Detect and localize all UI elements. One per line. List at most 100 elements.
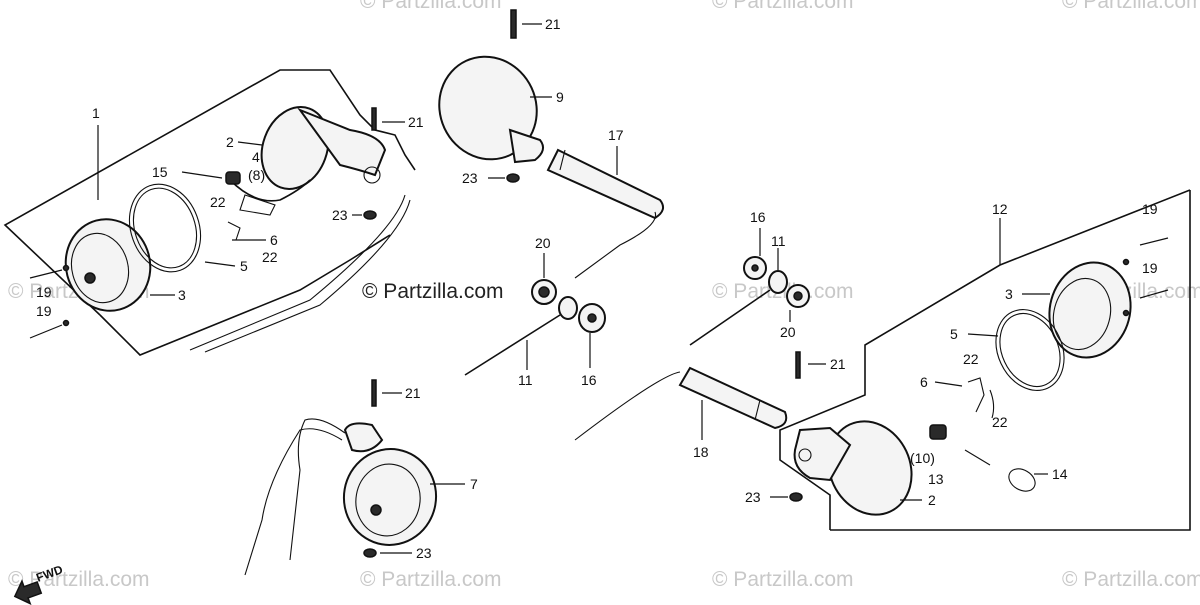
nut-icon	[506, 173, 520, 183]
callout-4: 4	[252, 149, 260, 165]
callout-22: 22	[963, 351, 979, 367]
watermark: © Partzilla.com	[8, 568, 150, 591]
watermark: © Partzilla.com	[360, 0, 502, 13]
callout-11: 11	[518, 372, 533, 388]
callout-19: 19	[1142, 201, 1158, 217]
lens-rim	[355, 463, 421, 537]
lens-center	[370, 504, 382, 516]
callout-22: 22	[210, 194, 226, 210]
watermarks: © Partzilla.com © Partzilla.com © Partzi…	[8, 0, 1200, 591]
mount-bolt	[464, 314, 561, 376]
washer-icon	[768, 270, 788, 294]
gasket-icon	[999, 313, 1061, 387]
callout-16: 16	[581, 372, 597, 388]
callout-18: 18	[693, 444, 709, 460]
mount-hardware-group-left: 20 11 16	[464, 235, 606, 388]
arrow-icon	[13, 579, 43, 605]
watermark-center: © Partzilla.com	[362, 280, 504, 303]
forward-arrow: FWD	[13, 562, 65, 605]
callout-5: 5	[950, 326, 958, 342]
bracket-hole	[363, 166, 381, 184]
lens-center	[84, 272, 96, 284]
callout-19: 19	[36, 284, 52, 300]
stay-ridge	[754, 399, 761, 421]
callout-20: 20	[780, 324, 796, 340]
callout-19: 19	[1142, 260, 1158, 276]
callout-1: 1	[92, 105, 100, 121]
callout-6: 6	[920, 374, 928, 390]
stay-rod	[574, 371, 681, 441]
bulb-socket	[929, 424, 947, 440]
callout-19: 19	[36, 303, 52, 319]
winker-bracket	[793, 426, 852, 482]
gasket-icon	[132, 187, 198, 269]
wire-small	[989, 389, 995, 419]
screw-head	[1122, 258, 1130, 266]
lens-icon	[64, 218, 152, 312]
callout-7: 7	[470, 476, 478, 492]
watermark: © Partzilla.com	[712, 0, 854, 13]
terminal-part	[967, 377, 985, 413]
callout-22: 22	[262, 249, 278, 265]
callout-23: 23	[745, 489, 761, 505]
lens-rim	[70, 232, 130, 304]
bulb-socket	[225, 171, 241, 185]
leader-line	[237, 141, 263, 146]
callout-5: 5	[240, 258, 248, 274]
wire-lead	[289, 418, 346, 561]
screw-icon	[1139, 237, 1169, 246]
assembly-12-boundary	[830, 190, 1191, 531]
housing-mount	[343, 422, 384, 453]
screw-head	[62, 319, 70, 327]
callout-2: 2	[226, 134, 234, 150]
assembly-12-boundary	[779, 189, 1191, 530]
screw-icon	[795, 351, 801, 379]
callout-13: 13	[928, 471, 944, 487]
callout-21: 21	[830, 356, 846, 372]
nut-icon	[363, 548, 377, 558]
screw-head	[62, 264, 70, 272]
screw-icon	[371, 379, 377, 407]
callout-15: 15	[152, 164, 168, 180]
assembly-7-group: 21 7 23	[244, 379, 478, 576]
screw-icon	[1139, 289, 1169, 299]
winker-stay	[678, 366, 788, 430]
watermark: © Partzilla.com	[360, 568, 502, 591]
washer-icon	[558, 296, 578, 320]
winker-stay-18-group: 18 23	[574, 366, 803, 505]
bracket-hole	[798, 448, 812, 462]
terminal-part	[227, 221, 241, 241]
callout-9: 9	[556, 89, 564, 105]
callout-3: 3	[178, 287, 186, 303]
mount-hardware-group-right: 16 11 20 21	[689, 209, 846, 379]
wire-lead	[204, 199, 411, 353]
leader-line	[204, 261, 236, 267]
washer-hole	[751, 264, 759, 272]
stay-rod	[574, 211, 657, 279]
callout-2: 2	[928, 492, 936, 508]
wire-lead	[189, 194, 406, 351]
lens-icon	[1048, 261, 1132, 359]
bulb-icon	[1008, 468, 1036, 492]
washer-hole	[587, 313, 597, 323]
watermark: © Partzilla.com	[1062, 0, 1200, 13]
screw-head	[1122, 309, 1130, 317]
rear-winker-housing-group: 21 9 17 23	[438, 9, 665, 279]
screw-icon	[510, 9, 517, 39]
nut-hole	[793, 291, 803, 301]
socket-spring	[964, 449, 991, 466]
callout-21: 21	[405, 385, 421, 401]
winker-case	[260, 106, 330, 190]
callout-10: (10)	[910, 450, 935, 466]
screw-icon	[29, 269, 63, 279]
socket-plate	[239, 194, 276, 216]
nut-icon	[363, 210, 377, 220]
callout-20: 20	[535, 235, 551, 251]
leader-line	[181, 171, 223, 179]
callout-16: 16	[750, 209, 766, 225]
callout-21: 21	[545, 16, 561, 32]
callout-22: 22	[992, 414, 1008, 430]
winker-stay	[546, 148, 665, 220]
lens-rim	[1052, 277, 1112, 351]
